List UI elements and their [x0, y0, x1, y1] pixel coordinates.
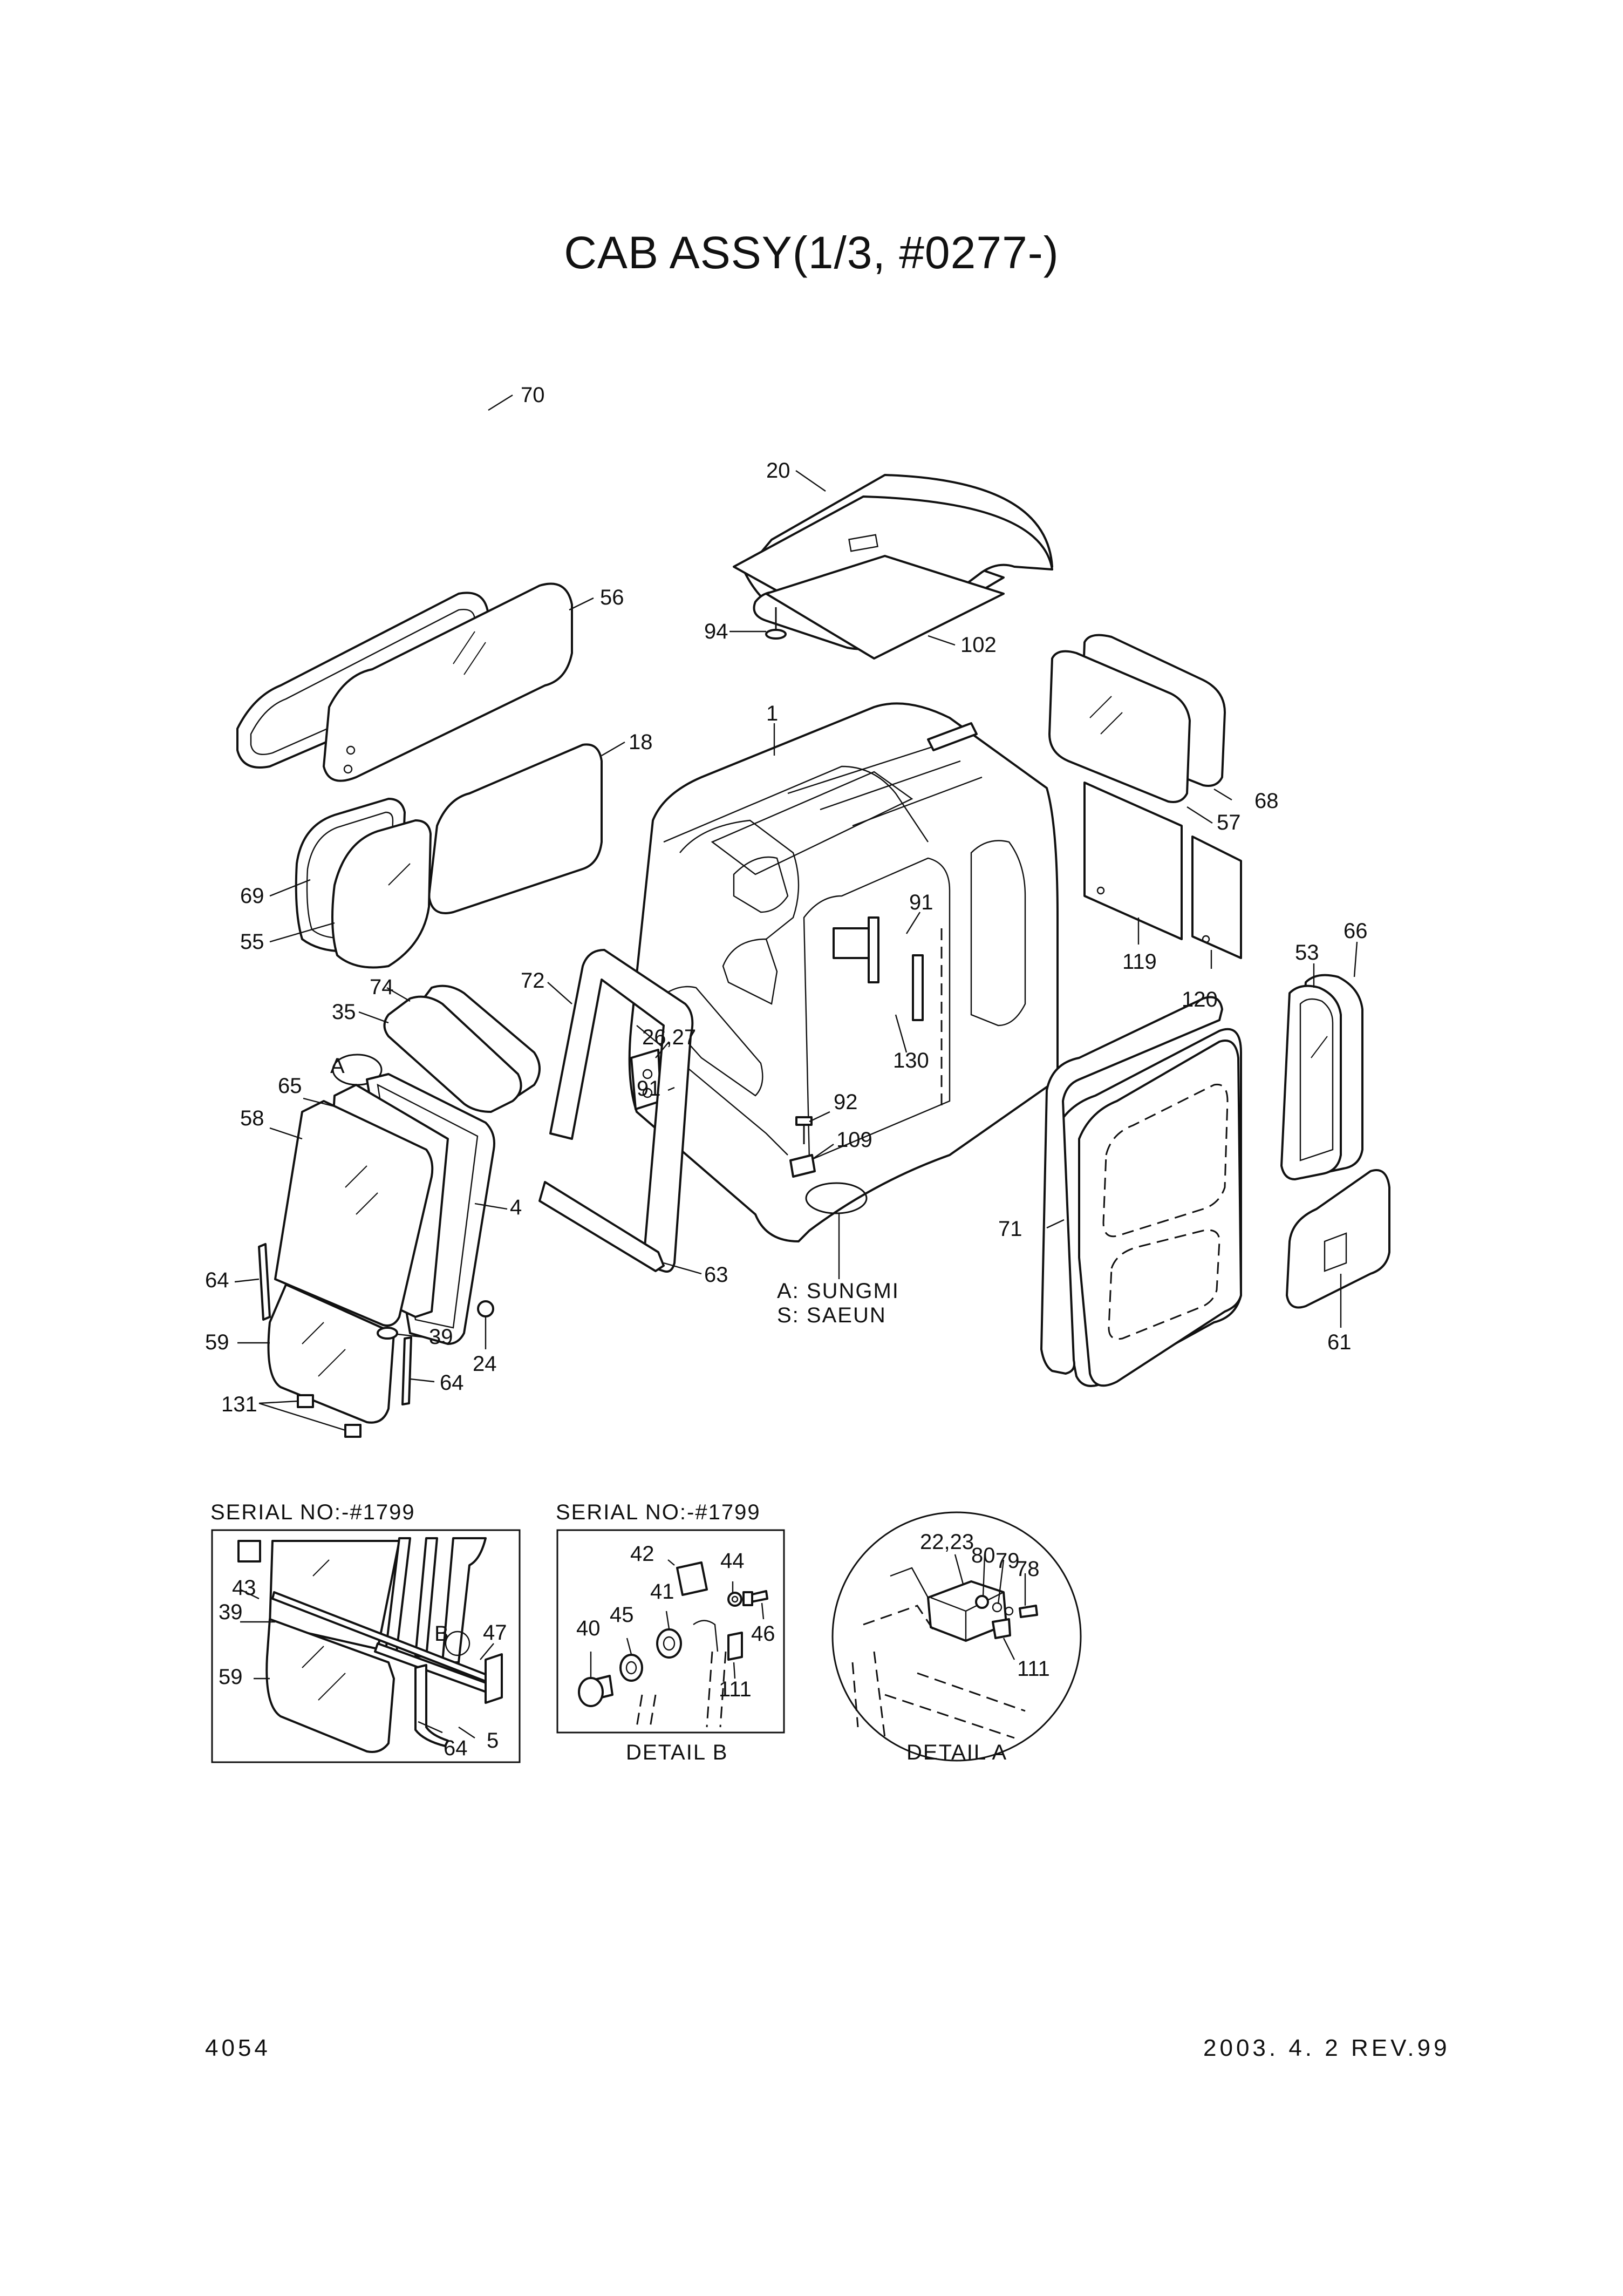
knob-24 — [477, 1300, 494, 1317]
marked-area-circle — [805, 1182, 868, 1214]
callout-63: 63 — [704, 1263, 728, 1287]
glass-53 — [1280, 984, 1342, 1180]
inset-left-39: 39 — [219, 1600, 243, 1624]
bolt-92 — [795, 1116, 813, 1144]
inset-left-B: B — [434, 1622, 449, 1646]
pin-39 — [377, 1327, 398, 1340]
bracket-26-27 — [630, 1049, 662, 1110]
inset-left-64: 64 — [444, 1736, 468, 1760]
panel-119 — [1083, 782, 1183, 940]
detail-b-46: 46 — [751, 1622, 775, 1646]
leader-lines — [234, 394, 1358, 1431]
callout-92: 92 — [834, 1090, 858, 1114]
inset-left — [211, 1529, 521, 1763]
glass-59 — [267, 1283, 395, 1424]
callout-1: 1 — [766, 702, 778, 725]
glass-58 — [274, 1100, 434, 1327]
callout-24: 24 — [473, 1352, 497, 1376]
page-title: CAB ASSY(1/3, #0277-) — [564, 227, 1059, 278]
callout-69: 69 — [240, 884, 264, 908]
inset-middle — [556, 1529, 785, 1734]
callout-35: 35 — [332, 1000, 356, 1024]
callout-58: 58 — [240, 1106, 264, 1130]
callout-72: 72 — [521, 969, 545, 993]
inset-middle-caption: SERIAL NO:-#1799 — [556, 1500, 761, 1524]
door-seal-71 — [1040, 996, 1223, 1375]
callout-109: 109 — [836, 1128, 872, 1152]
detail-b-label: DETAIL B — [626, 1741, 728, 1764]
callout-59: 59 — [205, 1330, 229, 1354]
detail-a-111: 111 — [1017, 1657, 1050, 1681]
callout-120: 120 — [1182, 988, 1218, 1011]
side-glass-56 — [323, 582, 573, 782]
detail-b-41: 41 — [650, 1580, 674, 1604]
inset-left-caption: SERIAL NO:-#1799 — [210, 1500, 415, 1524]
page-number: 4054 — [205, 2035, 271, 2061]
callout-71: 71 — [998, 1217, 1022, 1241]
callout-18: 18 — [629, 730, 653, 754]
seal-64-upper — [258, 1243, 271, 1321]
seal-63 — [538, 1181, 665, 1272]
callout-A: A — [330, 1054, 345, 1078]
callout-130: 130 — [893, 1049, 929, 1072]
callout-91-bottom: 91 — [637, 1077, 661, 1101]
stoppers-131 — [297, 1394, 362, 1438]
inset-left-59: 59 — [219, 1665, 243, 1689]
detail-b-42: 42 — [630, 1542, 654, 1566]
bracket-109 — [789, 1154, 816, 1178]
callout-61: 61 — [1327, 1330, 1352, 1354]
callout-91-top: 91 — [909, 891, 933, 914]
note-line-1: A: SUNGMI — [777, 1279, 899, 1303]
glass-57 — [1048, 650, 1191, 803]
panel-120 — [1191, 835, 1242, 959]
inset-left-5: 5 — [487, 1729, 499, 1752]
detail-a-80: 80 — [971, 1544, 995, 1567]
detail-a-label: DETAIL A — [906, 1741, 1007, 1764]
revision-date: 2003. 4. 2 REV.99 — [1203, 2035, 1450, 2061]
side-glass-18 — [428, 743, 603, 914]
cab-frame — [628, 702, 1059, 1242]
note-line-2: S: SAEUN — [777, 1303, 886, 1327]
callout-39: 39 — [429, 1325, 453, 1349]
inset-right — [831, 1511, 1082, 1762]
callout-94: 94 — [704, 620, 728, 643]
detail-b-40: 40 — [576, 1616, 601, 1640]
glass-55 — [331, 819, 432, 969]
headliner-panel — [765, 555, 1005, 660]
callout-57: 57 — [1217, 811, 1241, 834]
callout-64-lower: 64 — [440, 1371, 464, 1395]
callout-102: 102 — [960, 633, 997, 657]
detail-b-44: 44 — [720, 1549, 745, 1573]
inset-left-43: 43 — [232, 1576, 256, 1600]
callout-65: 65 — [278, 1074, 302, 1098]
detail-b-45: 45 — [610, 1603, 634, 1627]
callout-53: 53 — [1295, 941, 1319, 964]
callout-131: 131 — [221, 1392, 257, 1416]
callout-64-upper: 64 — [205, 1268, 229, 1292]
door-71 — [1051, 1028, 1242, 1387]
callout-74: 74 — [370, 975, 394, 999]
callout-68: 68 — [1254, 789, 1279, 813]
detail-a-79: 79 — [995, 1549, 1020, 1573]
callout-26-27: 26,27 — [642, 1025, 696, 1049]
seal-72 — [549, 949, 694, 1273]
inset-left-47: 47 — [483, 1621, 507, 1645]
callout-56: 56 — [600, 586, 624, 609]
screw-94 — [765, 607, 787, 640]
callout-55: 55 — [240, 930, 264, 954]
glass-35 — [383, 995, 522, 1113]
callout-20: 20 — [766, 459, 790, 483]
detail-a-78: 78 — [1015, 1557, 1040, 1581]
cover-61 — [1286, 1169, 1390, 1309]
detail-a-22-23: 22,23 — [920, 1530, 974, 1554]
callout-4: 4 — [510, 1195, 522, 1219]
detail-b-111: 111 — [719, 1677, 752, 1701]
seal-64-lower — [401, 1336, 412, 1405]
callout-66: 66 — [1344, 919, 1368, 943]
callout-119: 119 — [1122, 950, 1157, 974]
callout-70: 70 — [521, 383, 545, 407]
